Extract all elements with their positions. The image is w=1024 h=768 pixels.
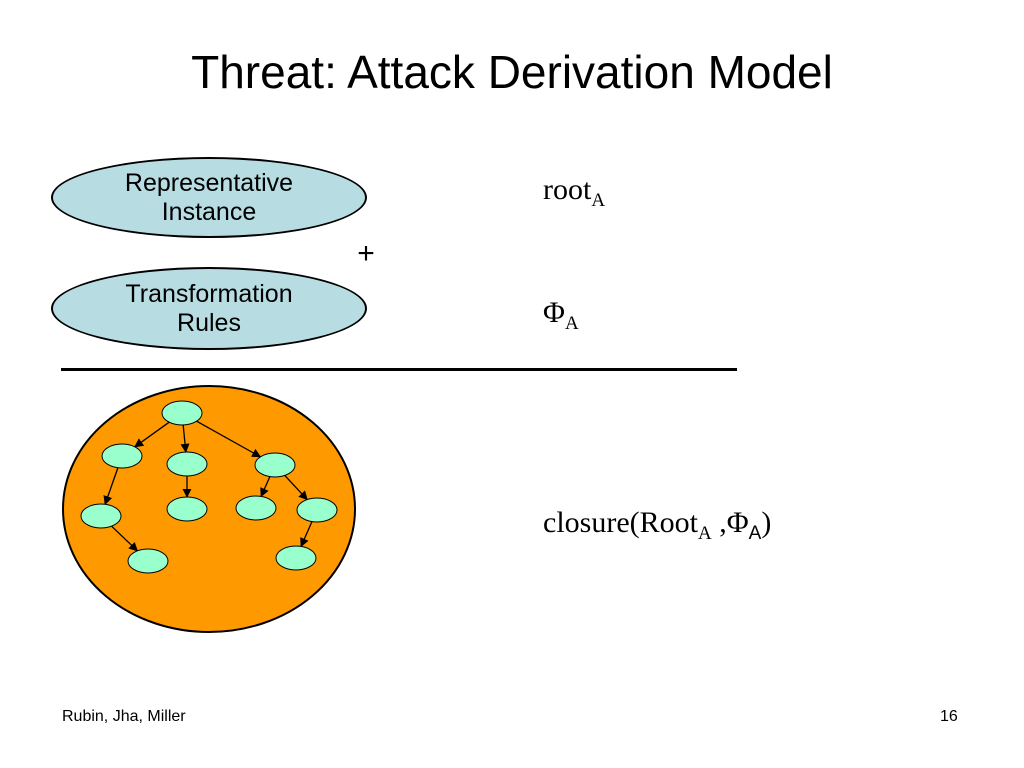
graph-edge bbox=[196, 420, 262, 458]
graph-node bbox=[275, 545, 317, 571]
closure-label-prefix: closure(Root bbox=[543, 506, 698, 539]
graph-node bbox=[80, 503, 122, 529]
graph-nodes bbox=[80, 400, 338, 574]
graph-node bbox=[101, 443, 143, 469]
closure-label-suffix: ) bbox=[761, 506, 772, 539]
graph-node bbox=[235, 495, 277, 521]
graph-node bbox=[127, 548, 169, 574]
graph-node bbox=[166, 496, 208, 522]
root-label-subscript: A bbox=[591, 190, 606, 211]
footer-authors: Rubin, Jha, Miller bbox=[62, 708, 186, 725]
graph-edge bbox=[260, 476, 271, 498]
graph-edge bbox=[134, 421, 170, 448]
graph-edge bbox=[300, 521, 313, 548]
divider-line bbox=[61, 368, 737, 371]
graph-edges bbox=[103, 420, 313, 552]
closure-label-middle: ,Φ bbox=[711, 506, 749, 539]
graph-node bbox=[161, 400, 203, 426]
closure-label-subscript-2: A bbox=[748, 523, 762, 544]
root-label-base: root bbox=[543, 173, 592, 206]
transformation-rules-ellipse: Transformation Rules bbox=[51, 267, 367, 350]
transformation-rules-line2: Rules bbox=[177, 308, 241, 337]
root-label: rootA bbox=[543, 172, 606, 211]
representative-instance-line2: Instance bbox=[161, 197, 257, 226]
phi-label: ΦA bbox=[543, 295, 579, 334]
graph-edge bbox=[103, 467, 119, 506]
representative-instance-line1: Representative bbox=[124, 168, 294, 197]
graph-edge bbox=[111, 525, 139, 552]
slide-number: 16 bbox=[940, 708, 958, 725]
closure-label-subscript-1: A bbox=[697, 523, 712, 544]
plus-sign: + bbox=[357, 237, 375, 270]
closure-label: closure(RootA ,ΦA) bbox=[543, 505, 772, 544]
graph-edge bbox=[284, 475, 308, 501]
phi-label-subscript: A bbox=[564, 313, 579, 334]
phi-label-base: Φ bbox=[543, 296, 565, 329]
transformation-rules-line1: Transformation bbox=[125, 279, 293, 308]
slide-title: Threat: Attack Derivation Model bbox=[191, 46, 833, 98]
graph-node bbox=[166, 451, 208, 477]
graph-node bbox=[296, 497, 338, 523]
representative-instance-ellipse: Representative Instance bbox=[51, 157, 367, 238]
graph-edge bbox=[180, 424, 190, 453]
graph-node bbox=[254, 452, 296, 478]
